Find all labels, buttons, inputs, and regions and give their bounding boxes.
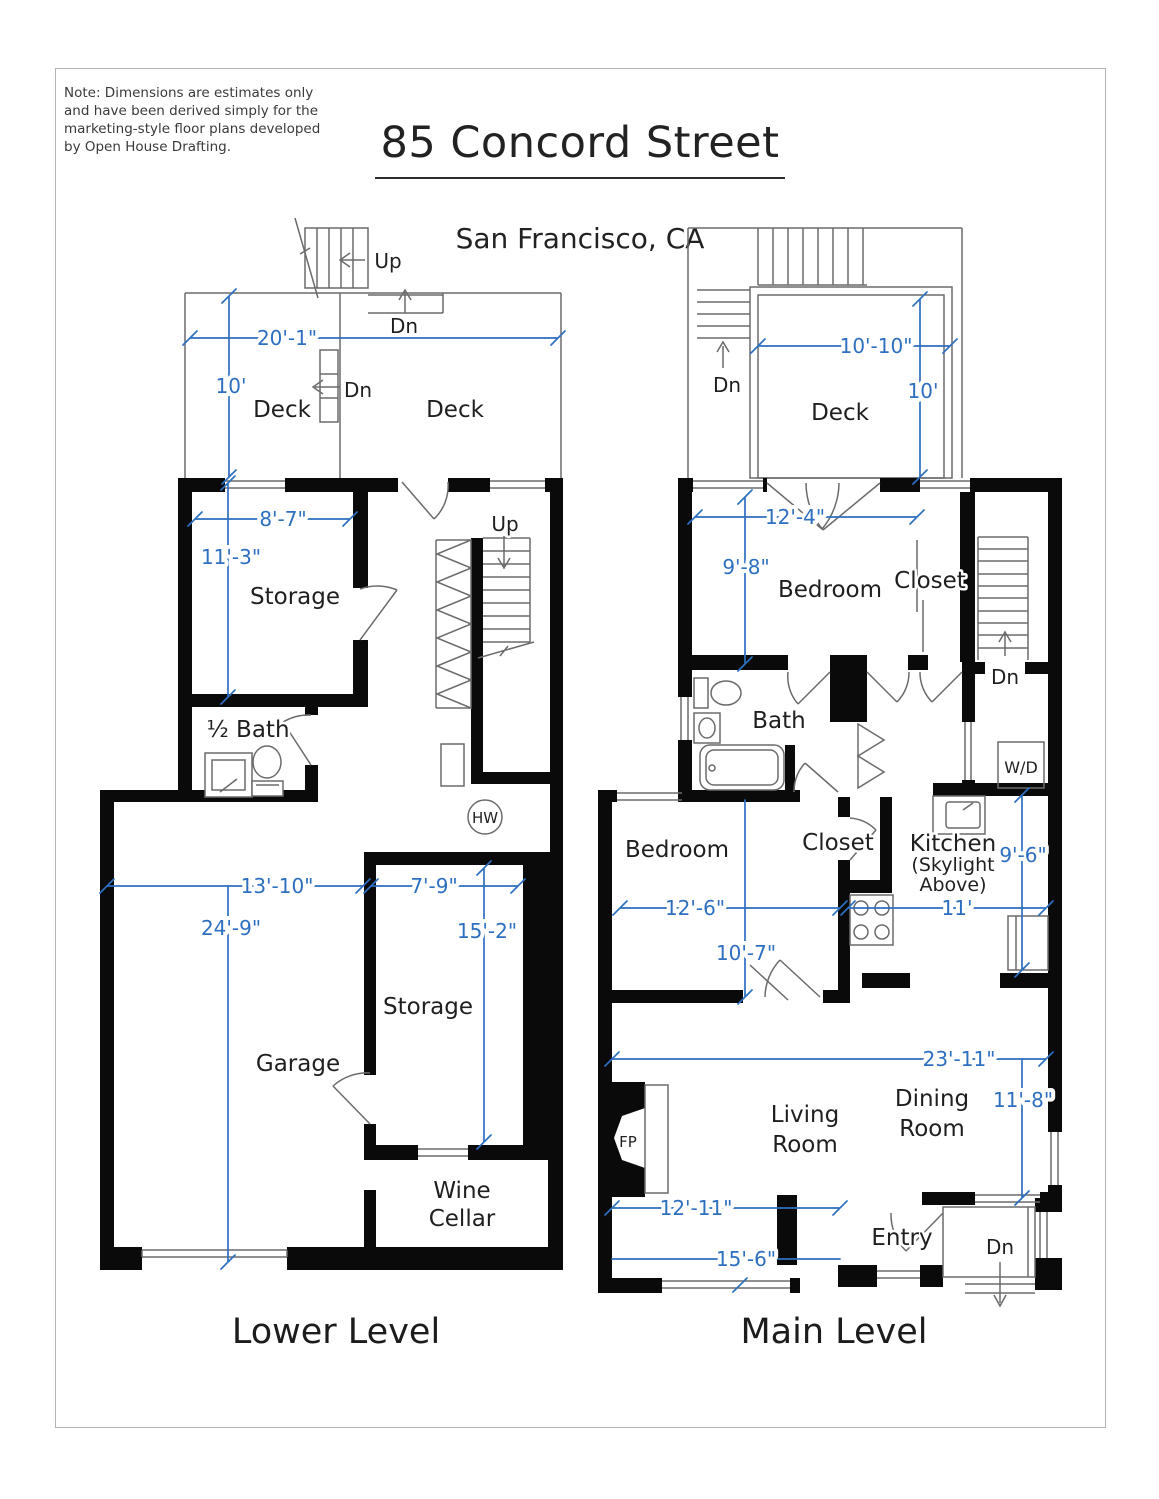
- caption-main-level: Main Level: [740, 1312, 928, 1352]
- label-washer-dryer: W/D: [1004, 758, 1038, 777]
- utility-box-icon: [440, 743, 465, 787]
- counter-icon: [932, 795, 986, 835]
- label-wine-cellar-1: Wine: [433, 1178, 490, 1204]
- sliding-door-icon: [916, 540, 924, 652]
- lower-deck-outline: [184, 292, 562, 478]
- dim-bedroom-top-width: 12'-4": [765, 505, 825, 529]
- dim-bedroom-mid-width: 12'-6": [665, 896, 725, 920]
- bathtub-icon: [699, 744, 785, 791]
- toilet-icon: [693, 677, 709, 709]
- main-level-plan: 10'-10" 10' 12'-4" 9'-8" 12'-6" 11' 9'-6…: [598, 227, 1062, 1308]
- lower-half-bath-fixtures: [204, 745, 284, 798]
- main-deck-stairs-icon: [697, 228, 867, 368]
- main-stairs-icon: [977, 536, 1029, 660]
- label-kitchen-skylight-2: Above): [919, 874, 986, 896]
- main-dimension-lines: [604, 291, 1054, 1293]
- label-bedroom-mid: Bedroom: [625, 837, 729, 863]
- entry-porch-icon: [942, 1206, 1036, 1308]
- dim-living-width: 23'-11": [923, 1047, 996, 1071]
- label-entry: Entry: [871, 1225, 932, 1251]
- label-kitchen-skylight-1: (Skylight: [911, 854, 994, 876]
- label-entry-dn: Dn: [986, 1235, 1014, 1259]
- label-dining-1: Dining: [895, 1086, 969, 1112]
- label-stair-up: Up: [374, 249, 401, 273]
- lower-level-plan: 20'-1" 10' 8'-7" 11'-3" 13'-10" 7'-9" 24…: [99, 217, 566, 1270]
- label-garage: Garage: [256, 1051, 340, 1077]
- kitchen-sink-icon: [945, 801, 981, 829]
- lower-windows: [141, 480, 545, 1258]
- french-doors-icon: [766, 482, 881, 531]
- lower-doors: [282, 481, 449, 1125]
- label-living-2: Room: [772, 1132, 838, 1158]
- label-deck-stairs-dn: Dn: [713, 373, 741, 397]
- label-fireplace: FP: [619, 1133, 637, 1151]
- page-title: 85 Concord Street: [374, 118, 786, 179]
- label-kitchen: Kitchen: [910, 831, 996, 857]
- dim-garage-width: 13'-10": [241, 874, 314, 898]
- kitchen-fixtures: [849, 795, 1049, 971]
- label-water-heater: HW: [472, 809, 498, 827]
- dim-kitchen-width: 11': [942, 896, 973, 920]
- label-closet-top: Closet: [894, 568, 966, 594]
- dim-living-left-width: 12'-11": [660, 1196, 733, 1220]
- label-wine-cellar-2: Cellar: [429, 1206, 496, 1232]
- label-main-deck: Deck: [811, 400, 870, 426]
- lower-dimension-lines: [99, 288, 566, 1270]
- dim-main-deck-depth: 10': [908, 379, 939, 403]
- caption-lower-level: Lower Level: [231, 1312, 441, 1352]
- main-deck-outline: [687, 227, 963, 479]
- label-deck-left: Deck: [253, 397, 312, 423]
- dim-garage-depth: 24'-9": [201, 916, 261, 940]
- toilet-icon: [252, 745, 282, 779]
- dim-main-deck-width: 10'-10": [840, 334, 913, 358]
- disclaimer-note: Note: Dimensions are estimates only and …: [64, 85, 321, 156]
- dim-lower-storage2-width: 7'-9": [410, 874, 457, 898]
- lower-closet-bifold-icon: [435, 538, 472, 710]
- label-bedroom-top: Bedroom: [778, 577, 882, 603]
- fridge-icon: [1007, 915, 1049, 971]
- lower-stairs-icon: [477, 536, 535, 659]
- label-deck-dn: Dn: [344, 378, 372, 402]
- dim-lower-deck-width: 20'-1": [257, 326, 317, 350]
- stove-icon: [849, 894, 894, 946]
- dim-lower-storage-width: 8'-7": [259, 507, 306, 531]
- hall-closet-bifold-icon: [857, 722, 886, 790]
- label-inner-stairs-up: Up: [491, 512, 518, 536]
- page-title-wrap: 85 Concord Street: [300, 118, 860, 179]
- main-doors: [749, 671, 972, 1252]
- dim-lower-storage2-depth: 15'-2": [457, 919, 517, 943]
- label-stair-dn: Dn: [390, 314, 418, 338]
- label-half-bath: ½ Bath: [206, 717, 289, 743]
- label-storage-upper: Storage: [250, 584, 340, 610]
- lower-deck-stairs-icon: [294, 217, 444, 314]
- label-storage-lower: Storage: [383, 994, 473, 1020]
- dim-kitchen-depth: 9'-6": [999, 843, 1046, 867]
- main-windows: [617, 480, 1059, 1289]
- fireplace-icon: [614, 1084, 669, 1194]
- dim-bedroom-top-depth: 9'-8": [722, 555, 769, 579]
- label-closet-mid: Closet: [802, 830, 874, 856]
- page-border: [55, 68, 1106, 1428]
- dim-living-depth: 11'-8": [993, 1088, 1053, 1112]
- lower-deck-mid-stairs-icon: [311, 349, 340, 423]
- label-dining-2: Room: [899, 1116, 965, 1142]
- dim-lower-storage-depth: 11'-3": [201, 545, 261, 569]
- main-bath-fixtures: [693, 677, 785, 791]
- dim-bedroom-mid-depth: 10'-7": [716, 941, 776, 965]
- label-deck-right: Deck: [426, 397, 485, 423]
- label-living-1: Living: [771, 1102, 839, 1128]
- label-bath: Bath: [752, 708, 805, 734]
- dim-living-bottom-width: 15'-6": [716, 1247, 776, 1271]
- page-subtitle: San Francisco, CA: [455, 222, 705, 255]
- label-stairs-dn: Dn: [991, 665, 1019, 689]
- dim-lower-deck-depth: 10': [216, 374, 247, 398]
- washer-dryer-icon: [997, 741, 1045, 789]
- water-heater-icon: [467, 799, 503, 835]
